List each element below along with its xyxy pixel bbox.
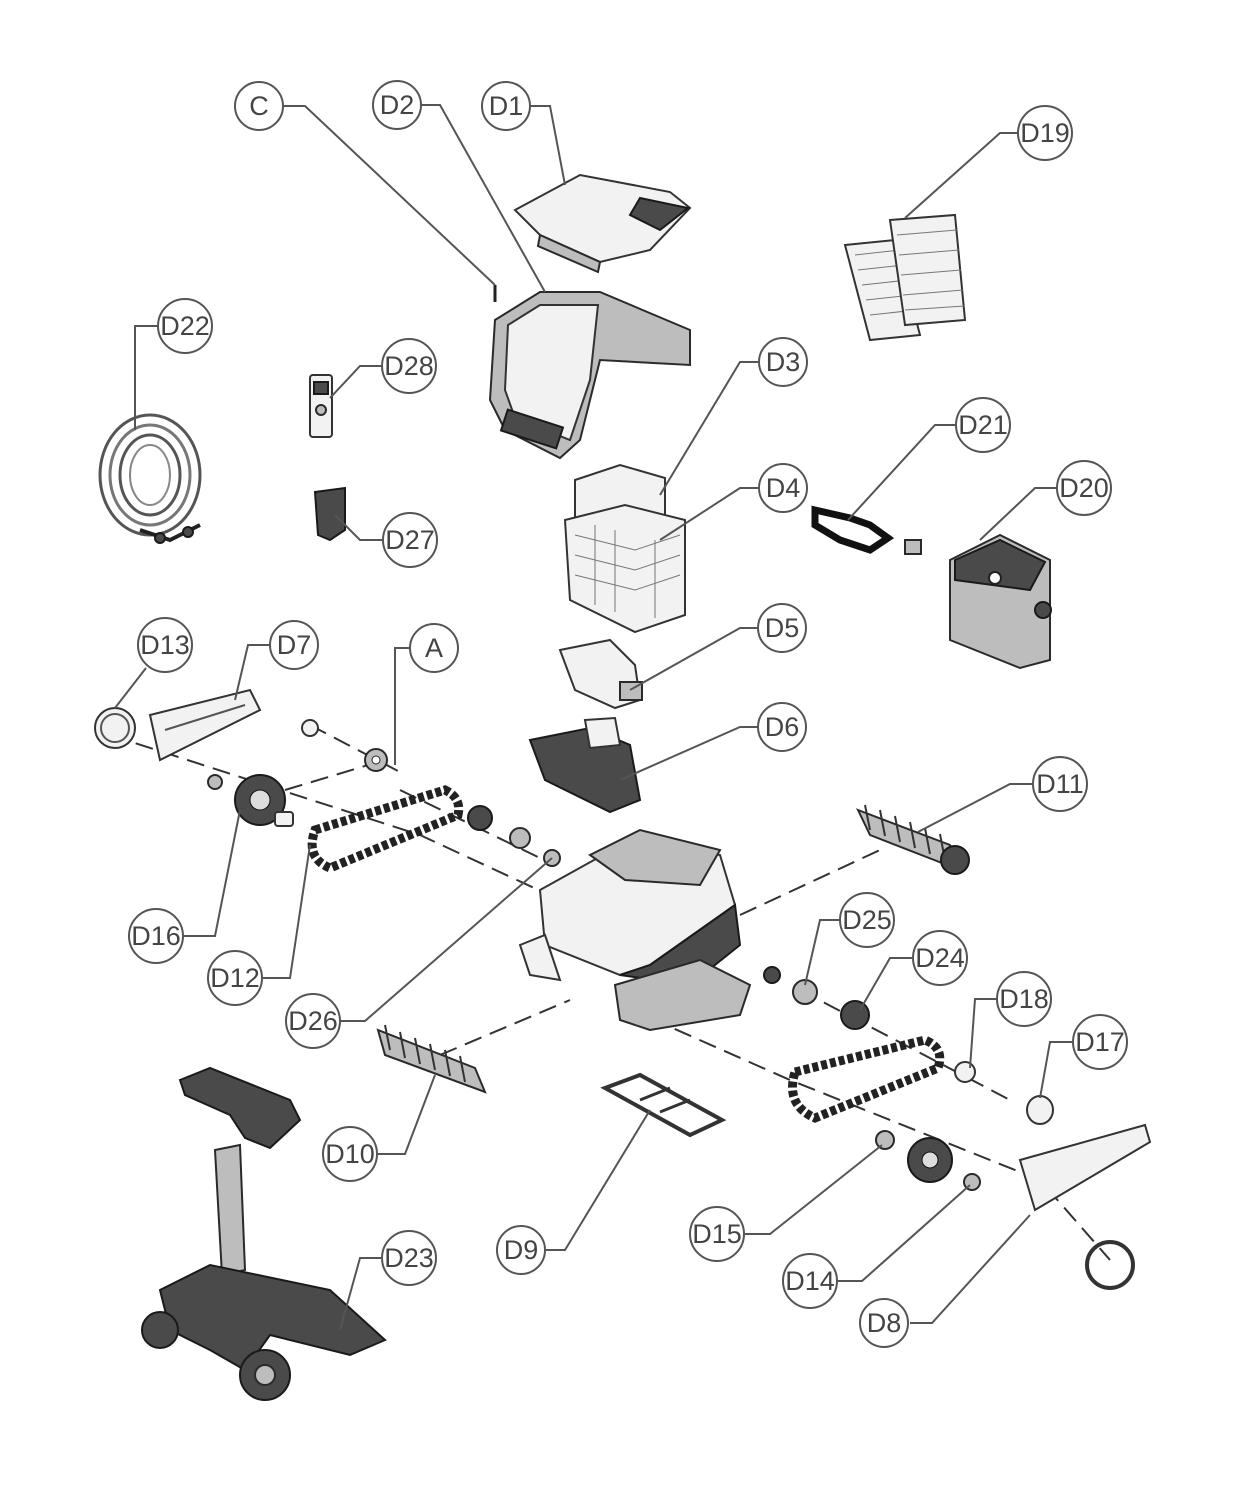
callout-d25-label: D25 bbox=[842, 905, 892, 935]
callout-d24-label: D24 bbox=[915, 943, 965, 973]
robot-body-part bbox=[518, 828, 752, 1032]
bushing-part bbox=[301, 719, 388, 772]
callout-d2-label: D2 bbox=[380, 90, 415, 120]
callout-d2: D2 bbox=[372, 80, 422, 130]
callout-d25: D25 bbox=[839, 892, 895, 948]
callout-d21-label: D21 bbox=[958, 410, 1008, 440]
gears-left-part bbox=[467, 805, 561, 867]
callout-d20-label: D20 bbox=[1059, 473, 1109, 503]
callout-d5: D5 bbox=[757, 603, 807, 653]
callout-d24: D24 bbox=[912, 930, 968, 986]
callout-d14-label: D14 bbox=[785, 1266, 835, 1296]
callout-d16-label: D16 bbox=[131, 921, 181, 951]
callout-d7: D7 bbox=[269, 620, 319, 670]
callout-d3: D3 bbox=[758, 337, 808, 387]
callout-d28: D28 bbox=[381, 338, 437, 394]
brush-roller-front-part bbox=[856, 804, 970, 875]
filter-panels-part bbox=[843, 213, 967, 342]
side-panel-left-part bbox=[148, 688, 262, 762]
swivel-cable-part bbox=[811, 505, 922, 555]
top-cover-part bbox=[513, 173, 692, 274]
callout-d23: D23 bbox=[381, 1230, 437, 1286]
callout-d15-label: D15 bbox=[692, 1219, 742, 1249]
track-left-part bbox=[307, 785, 464, 873]
remote-holder-part bbox=[313, 486, 346, 542]
callout-d8: D8 bbox=[859, 1298, 909, 1348]
callout-d21: D21 bbox=[955, 397, 1011, 453]
callout-d13: D13 bbox=[137, 617, 193, 673]
callout-d19: D19 bbox=[1017, 105, 1073, 161]
callout-d6: D6 bbox=[757, 702, 807, 752]
callout-d27-label: D27 bbox=[385, 525, 435, 555]
side-cap-left-part bbox=[94, 707, 136, 749]
callout-d28-label: D28 bbox=[384, 351, 434, 381]
callout-d14: D14 bbox=[782, 1253, 838, 1309]
callout-d11: D11 bbox=[1032, 756, 1088, 812]
handle-frame-part bbox=[488, 291, 691, 460]
callout-d13-label: D13 bbox=[140, 630, 190, 660]
callout-a-label: A bbox=[425, 633, 443, 663]
filter-basket-part bbox=[563, 463, 686, 634]
bottom-bracket-part bbox=[600, 1072, 727, 1138]
side-caps-right-part bbox=[954, 1061, 1054, 1125]
callout-d15: D15 bbox=[689, 1206, 745, 1262]
callout-d19-label: D19 bbox=[1020, 118, 1070, 148]
leader-lines bbox=[114, 104, 1072, 1331]
callout-d18: D18 bbox=[996, 971, 1052, 1027]
callout-d22: D22 bbox=[157, 298, 213, 354]
remote-control-part bbox=[309, 374, 333, 438]
callout-d6-label: D6 bbox=[765, 712, 800, 742]
caddy-trolley-part bbox=[141, 1066, 387, 1401]
callout-c-label: C bbox=[249, 91, 269, 121]
callout-d10-label: D10 bbox=[325, 1139, 375, 1169]
callout-d10: D10 bbox=[322, 1126, 378, 1182]
callout-d18-label: D18 bbox=[999, 984, 1049, 1014]
callout-d22-label: D22 bbox=[160, 311, 210, 341]
callout-d1-label: D1 bbox=[489, 91, 524, 121]
callout-d8-label: D8 bbox=[867, 1308, 902, 1338]
callout-d26: D26 bbox=[285, 993, 341, 1049]
callout-d3-label: D3 bbox=[766, 347, 801, 377]
callout-d20: D20 bbox=[1056, 460, 1112, 516]
drive-wheel-left-part bbox=[207, 774, 294, 827]
track-right-part bbox=[788, 1035, 945, 1123]
side-panel-right-part bbox=[1018, 1123, 1152, 1290]
callout-d16: D16 bbox=[128, 908, 184, 964]
callout-d12-label: D12 bbox=[210, 963, 260, 993]
callout-d4-label: D4 bbox=[766, 473, 801, 503]
callout-d27: D27 bbox=[382, 512, 438, 568]
callout-d7-label: D7 bbox=[277, 630, 312, 660]
power-cable-coil-part bbox=[98, 413, 202, 544]
callout-d17: D17 bbox=[1072, 1014, 1128, 1070]
callout-a: A bbox=[409, 623, 459, 673]
callout-d12: D12 bbox=[207, 950, 263, 1006]
callout-d5-label: D5 bbox=[765, 613, 800, 643]
callout-d4: D4 bbox=[758, 463, 808, 513]
drive-wheel-right-part bbox=[875, 1130, 981, 1191]
callout-d26-label: D26 bbox=[288, 1006, 338, 1036]
power-supply-part bbox=[949, 533, 1052, 670]
callout-d17-label: D17 bbox=[1075, 1027, 1125, 1057]
callout-c: C bbox=[234, 81, 284, 131]
callout-d9: D9 bbox=[496, 1225, 546, 1275]
pump-motor-part bbox=[558, 638, 643, 710]
callout-d9-label: D9 bbox=[504, 1235, 539, 1265]
drive-motor-unit-part bbox=[528, 716, 642, 814]
gears-right-part bbox=[763, 966, 870, 1030]
callout-d23-label: D23 bbox=[384, 1243, 434, 1273]
callout-d1: D1 bbox=[481, 81, 531, 131]
callout-d11-label: D11 bbox=[1036, 769, 1084, 799]
brush-roller-rear-part bbox=[376, 1024, 487, 1094]
